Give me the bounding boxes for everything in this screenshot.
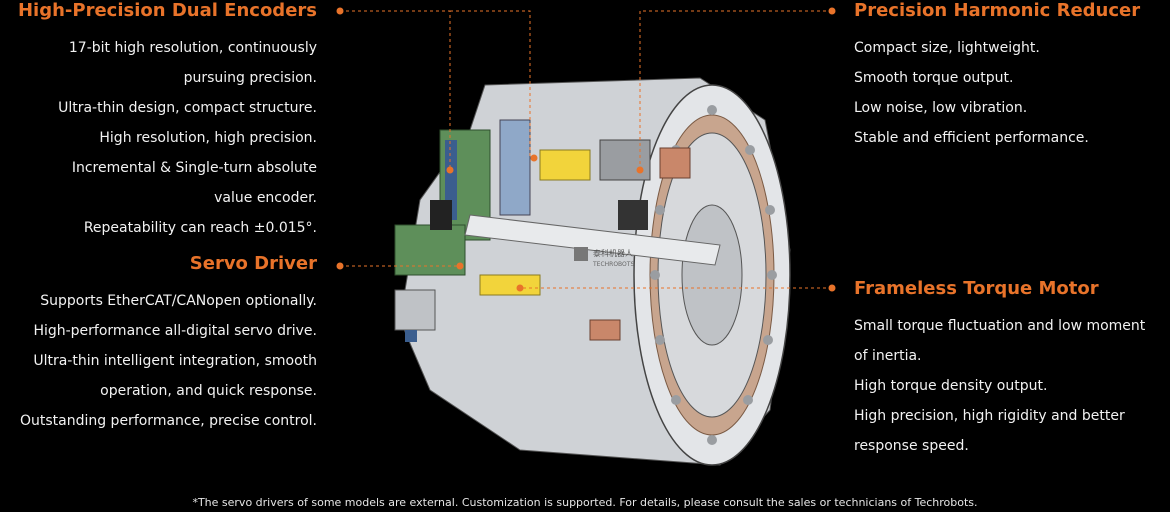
reducer-leader-line	[639, 10, 832, 170]
driver-target-dot	[456, 262, 464, 270]
encoders-feature: High-Precision Dual Encoders 17-bit high…	[0, 0, 317, 243]
encoders-line: Incremental & Single-turn absolute	[71, 160, 317, 176]
encoders-line: Ultra-thin design, compact structure.	[58, 100, 317, 116]
motor-leader-dot	[828, 284, 836, 292]
driver-line: operation, and quick response.	[100, 383, 317, 399]
reducer-description: Compact size, lightweight. Smooth torque…	[854, 33, 1164, 153]
encoders-line: Repeatability can reach ±0.015°.	[83, 220, 317, 236]
driver-line: Ultra-thin intelligent integration, smoo…	[33, 353, 317, 369]
reducer-leader-dot	[828, 7, 836, 15]
motor-line: response speed.	[854, 438, 969, 454]
motor-feature: Frameless Torque Motor Small torque fluc…	[854, 278, 1170, 461]
reducer-line: Stable and efficient performance.	[854, 130, 1089, 146]
driver-feature: Servo Driver Supports EtherCAT/CANopen o…	[0, 253, 317, 436]
motor-line: of inertia.	[854, 348, 922, 364]
driver-leader-dot	[336, 262, 344, 270]
reducer-line: Compact size, lightweight.	[854, 40, 1040, 56]
logo-subtext: TECHROBOTS	[592, 261, 634, 268]
motor-description: Small torque fluctuation and low moment …	[854, 311, 1170, 461]
encoder-leader-dot	[336, 7, 344, 15]
encoder-leader-line-2	[450, 10, 531, 158]
driver-line: High-performance all-digital servo drive…	[33, 323, 317, 339]
internal-components	[394, 119, 721, 342]
encoder-target-dot-2	[530, 154, 538, 162]
logo-text: 泰科机器人	[593, 248, 633, 258]
motor-target-dot	[516, 284, 524, 292]
reducer-target-dot	[636, 166, 644, 174]
motor-line: Small torque fluctuation and low moment	[854, 318, 1146, 334]
encoders-line: pursuing precision.	[183, 70, 317, 86]
encoders-description: 17-bit high resolution, continuously pur…	[0, 33, 317, 243]
motor-line: High precision, high rigidity and better	[854, 408, 1125, 424]
techrobots-logo: 泰科机器人 TECHROBOTS	[574, 247, 634, 268]
encoders-line: High resolution, high precision.	[99, 130, 317, 146]
encoders-line: value encoder.	[214, 190, 317, 206]
motor-line: High torque density output.	[854, 378, 1048, 394]
encoders-line: 17-bit high resolution, continuously	[68, 40, 317, 56]
motor-title: Frameless Torque Motor	[854, 278, 1099, 299]
encoder-target-dot	[446, 166, 454, 174]
driver-line: Outstanding performance, precise control…	[19, 413, 317, 429]
encoder-leader-line	[340, 10, 451, 170]
reducer-title: Precision Harmonic Reducer	[854, 0, 1141, 21]
reducer-feature: Precision Harmonic Reducer Compact size,…	[854, 0, 1164, 153]
driver-line: Supports EtherCAT/CANopen optionally.	[40, 293, 317, 309]
driver-description: Supports EtherCAT/CANopen optionally. Hi…	[0, 286, 317, 436]
driver-title: Servo Driver	[189, 253, 317, 274]
reducer-line: Low noise, low vibration.	[854, 100, 1028, 116]
footnote: *The servo drivers of some models are ex…	[192, 496, 978, 509]
module-housing	[399, 77, 791, 466]
encoders-title: High-Precision Dual Encoders	[17, 0, 317, 21]
reducer-line: Smooth torque output.	[854, 70, 1014, 86]
